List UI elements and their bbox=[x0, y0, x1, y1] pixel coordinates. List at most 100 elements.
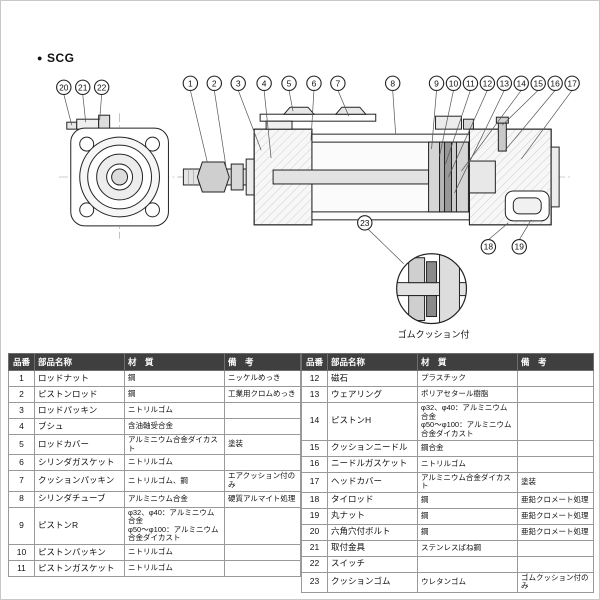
cell-remark bbox=[224, 506, 301, 545]
balloon-17: 17 bbox=[564, 75, 580, 92]
cushion-boss bbox=[468, 160, 496, 194]
balloon-10: 10 bbox=[445, 75, 462, 92]
cell-no: 11 bbox=[8, 560, 35, 577]
bolt-hole bbox=[145, 136, 160, 152]
cell-no: 4 bbox=[8, 418, 35, 435]
balloon-8: 8 bbox=[384, 75, 401, 92]
cell-material: ウレタンゴム bbox=[417, 571, 518, 594]
cell-material: ニトリルゴム bbox=[417, 455, 518, 473]
balloon-13: 13 bbox=[496, 75, 513, 92]
cell-no: 17 bbox=[301, 471, 328, 493]
cell-no: 1 bbox=[8, 370, 35, 387]
svg-text:1: 1 bbox=[188, 78, 193, 88]
bolt-hole bbox=[79, 136, 95, 152]
balloon-12: 12 bbox=[479, 75, 496, 92]
col-header-remarks: 備 考 bbox=[224, 353, 301, 371]
cell-material: アルミニウム合金 bbox=[124, 490, 225, 508]
cell-remark: ニッケルめっき bbox=[224, 370, 301, 387]
balloon-16: 16 bbox=[547, 75, 563, 92]
cell-material: ニトリルゴム bbox=[124, 560, 225, 577]
svg-text:11: 11 bbox=[466, 78, 475, 88]
rod-nut bbox=[196, 161, 230, 193]
port-boss bbox=[265, 120, 293, 130]
cell-remark: エアクッション付のみ bbox=[224, 470, 301, 492]
rail-bump bbox=[282, 106, 316, 115]
rod-collar bbox=[230, 163, 244, 191]
bullet-icon: ● bbox=[37, 52, 43, 63]
cell-no: 22 bbox=[301, 555, 328, 573]
cell-remark bbox=[224, 418, 301, 435]
svg-text:10: 10 bbox=[449, 78, 459, 88]
cell-material: ポリアセタール樹脂 bbox=[417, 386, 518, 403]
cell-remark bbox=[224, 454, 301, 472]
balloon-2: 2 bbox=[206, 75, 223, 92]
cell-no: 3 bbox=[8, 402, 35, 419]
cell-material: ニトリルゴム bbox=[124, 402, 225, 419]
svg-text:18: 18 bbox=[484, 242, 494, 252]
cell-name: クッションパッキン bbox=[34, 470, 125, 492]
switch-body bbox=[98, 114, 111, 130]
cell-no: 18 bbox=[301, 491, 328, 509]
cell-no: 21 bbox=[301, 539, 328, 557]
svg-text:22: 22 bbox=[97, 82, 107, 92]
mount-hook bbox=[66, 121, 78, 130]
cell-name: ピストンロッド bbox=[34, 386, 125, 403]
cell-name: 六角穴付ボルト bbox=[327, 523, 418, 541]
cell-remark: 工業用クロムめっき bbox=[224, 386, 301, 403]
cell-name: ヘッドカバー bbox=[327, 471, 418, 493]
cell-material bbox=[417, 555, 518, 573]
balloon-22: 22 bbox=[93, 79, 110, 96]
balloon-18: 18 bbox=[480, 239, 497, 255]
svg-text:2: 2 bbox=[212, 78, 217, 88]
cell-name: シリンダチューブ bbox=[34, 490, 125, 508]
cell-no: 15 bbox=[301, 439, 328, 457]
col-header-no: 品番 bbox=[301, 353, 328, 371]
cell-no: 13 bbox=[301, 386, 328, 403]
table-header-row: 品番 部品名称 材 質 備 考 bbox=[301, 353, 594, 371]
cell-remark bbox=[517, 402, 594, 441]
bolt-hole bbox=[79, 202, 95, 218]
cell-no: 7 bbox=[8, 470, 35, 492]
cell-name: ロッドカバー bbox=[34, 433, 125, 456]
cell-name: ブシュ bbox=[34, 418, 125, 435]
cell-name: ピストンパッキン bbox=[34, 544, 125, 561]
cell-name: スイッチ bbox=[327, 555, 418, 573]
svg-text:9: 9 bbox=[434, 78, 439, 88]
svg-text:16: 16 bbox=[550, 78, 560, 88]
balloon-9: 9 bbox=[428, 75, 445, 92]
cell-remark: 塗装 bbox=[517, 471, 594, 493]
svg-text:12: 12 bbox=[483, 78, 493, 88]
col-header-remarks: 備 考 bbox=[517, 353, 594, 371]
cell-no: 14 bbox=[301, 402, 328, 441]
cell-remark bbox=[517, 539, 594, 557]
cell-no: 12 bbox=[301, 370, 328, 387]
cell-remark bbox=[224, 402, 301, 419]
head-bracket bbox=[435, 115, 462, 130]
cell-name: クッションニードル bbox=[327, 439, 418, 457]
cell-no: 6 bbox=[8, 454, 35, 472]
needle-head bbox=[495, 116, 509, 124]
svg-text:17: 17 bbox=[567, 78, 577, 88]
balloon-1: 1 bbox=[182, 75, 199, 92]
magnet bbox=[444, 141, 452, 213]
cell-name: タイロッド bbox=[327, 491, 418, 509]
series-name: SCG bbox=[46, 51, 75, 65]
cell-remark: 亜鉛クロメート処理 bbox=[517, 523, 594, 541]
cell-material: ニトリルゴム bbox=[124, 544, 225, 561]
cell-material: 鋼 bbox=[417, 507, 518, 525]
balloon-3: 3 bbox=[230, 75, 246, 92]
col-header-material: 材 質 bbox=[417, 353, 518, 371]
